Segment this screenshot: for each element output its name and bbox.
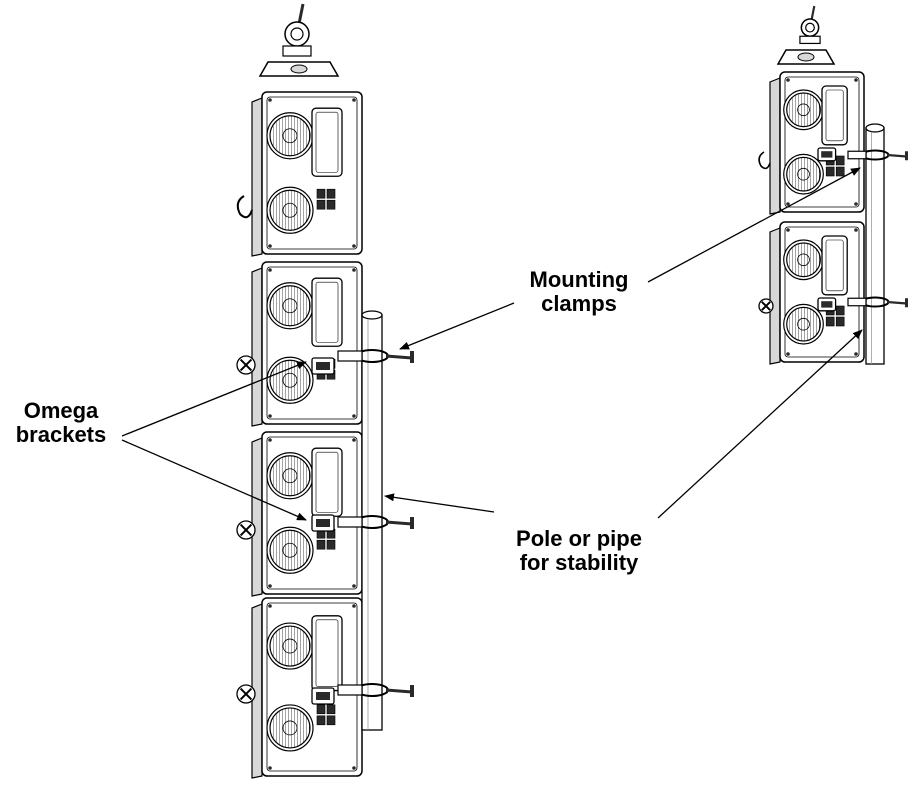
omega-bracket-icon (311, 357, 335, 375)
arrow-icon (121, 361, 307, 437)
mounting-clamps-label: Mounting clamps (529, 267, 629, 316)
fan-icon (783, 303, 824, 345)
clamp-icon (337, 349, 414, 363)
left-tower-stack (236, 3, 414, 779)
handle-icon (236, 195, 253, 219)
side-knob-icon (236, 355, 256, 375)
panel-module (251, 431, 363, 597)
stability-pole (361, 310, 383, 731)
fan-icon (266, 452, 314, 500)
omega-bracket-icon (311, 687, 335, 705)
panel-module (251, 91, 363, 257)
connector-icon (316, 704, 336, 726)
side-knob-icon (236, 684, 256, 704)
top-rigging-bracket (258, 61, 340, 77)
omega-brackets-label: Omega brackets (15, 398, 107, 447)
fan-icon (266, 622, 314, 670)
clamp-icon (847, 149, 908, 161)
clamp-icon (337, 683, 414, 697)
arrow-icon (647, 167, 861, 283)
fan-icon (266, 282, 314, 330)
omega-bracket-icon (311, 514, 335, 532)
top-rigging-bracket (776, 49, 836, 65)
right-tower-stack (758, 5, 908, 365)
fan-icon (783, 89, 824, 131)
omega-bracket-icon (817, 147, 837, 162)
fan-icon (266, 704, 314, 752)
arrow-icon (657, 329, 863, 519)
fan-icon (783, 239, 824, 281)
connector-icon (316, 188, 336, 210)
fan-icon (266, 356, 314, 404)
clamp-icon (847, 296, 908, 308)
hanging-clamp-icon (799, 5, 821, 45)
panel-module (769, 71, 865, 215)
arrow-icon (399, 302, 515, 350)
side-knob-icon (758, 298, 774, 314)
panel-module (251, 261, 363, 427)
fan-icon (783, 153, 824, 195)
fan-icon (266, 526, 314, 574)
panel-module (251, 597, 363, 779)
panel-module (769, 221, 865, 365)
fan-icon (266, 112, 314, 160)
clamp-icon (337, 515, 414, 529)
callout-arrows (121, 167, 863, 521)
stability-pole (865, 123, 885, 365)
fan-icon (266, 186, 314, 234)
side-knob-icon (236, 520, 256, 540)
hanging-clamp-icon (282, 3, 312, 57)
omega-bracket-icon (817, 297, 837, 312)
arrow-icon (384, 493, 495, 513)
pole-or-pipe-label: Pole or pipe for stability (516, 526, 642, 575)
arrow-icon (121, 439, 307, 521)
handle-icon (758, 151, 771, 170)
